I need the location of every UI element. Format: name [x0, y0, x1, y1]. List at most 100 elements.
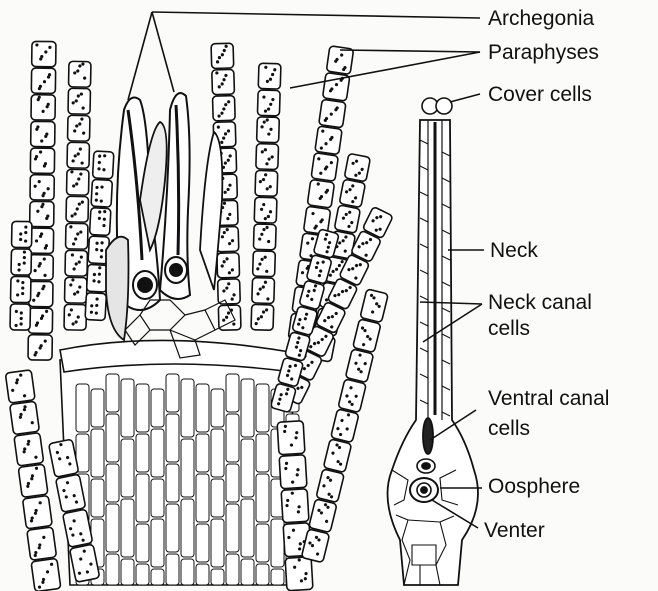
- tissue-cell: [241, 559, 254, 585]
- tissue-cell: [76, 384, 89, 432]
- tissue-cell: [151, 429, 164, 477]
- upper-ventral-cell: [417, 459, 435, 473]
- paraphyses-leader-a: [340, 50, 480, 52]
- paraphysis-cell: [68, 115, 90, 141]
- label-neck-canal-1: Neck canal: [488, 290, 592, 315]
- tissue-cell: [241, 499, 254, 557]
- paraphysis-cell: [64, 304, 86, 330]
- tissue-cell: [211, 569, 224, 585]
- paraphyses-leader-b: [290, 52, 480, 88]
- archegonia-leader-top: [152, 12, 480, 18]
- tissue-cell: [106, 554, 119, 585]
- paraphysis-cell: [212, 69, 235, 94]
- tissue-cell: [121, 499, 134, 557]
- tissue-cell: [106, 414, 119, 462]
- paraphysis-cell: [87, 264, 108, 292]
- tissue-cell: [91, 389, 104, 427]
- label-neck: Neck: [490, 238, 538, 263]
- label-paraphyses: Paraphyses: [488, 40, 599, 65]
- tissue-cell: [196, 524, 209, 562]
- tissue-cell: [151, 519, 164, 567]
- tissue-cell: [121, 439, 134, 497]
- tissue-cell: [91, 429, 104, 477]
- isolated-archegonium: [388, 98, 479, 585]
- paraphysis-filament: [5, 370, 61, 591]
- paraphysis-cell: [311, 153, 338, 182]
- paraphysis-cell: [10, 304, 30, 330]
- tissue-cell: [226, 374, 239, 412]
- paraphysis-cell: [22, 495, 52, 528]
- tissue-cell: [211, 429, 224, 477]
- tissue-cell: [181, 499, 194, 557]
- tissue-cell: [271, 519, 284, 567]
- cover-cells: [422, 98, 452, 114]
- paraphysis-cell: [252, 278, 275, 304]
- paraphysis-cell: [30, 148, 54, 173]
- paraphysis-cell: [253, 224, 276, 250]
- tissue-cell: [226, 464, 239, 502]
- label-ventral-canal-2: cells: [488, 416, 530, 441]
- tissue-cell: [136, 564, 149, 585]
- label-venter: Venter: [484, 518, 545, 543]
- paraphysis-filament: [28, 41, 56, 360]
- paraphysis-cell: [31, 558, 61, 591]
- tissue-cell: [241, 379, 254, 437]
- paraphysis-cell: [277, 421, 305, 455]
- label-ventral-canal-1: Ventral canal: [488, 386, 609, 411]
- paraphysis-cell: [360, 289, 388, 323]
- tissue-cell: [196, 434, 209, 472]
- tissue-cell: [106, 374, 119, 412]
- paraphysis-cell: [256, 144, 279, 170]
- paraphysis-cell: [14, 433, 44, 466]
- paraphysis-cell: [315, 126, 342, 155]
- tissue-cell: [226, 504, 239, 552]
- paraphysis-cell: [285, 557, 313, 591]
- tissue-cell: [166, 414, 179, 462]
- tissue-cell: [106, 504, 119, 552]
- paraphysis-cell: [339, 179, 365, 207]
- paraphysis-cell: [31, 121, 55, 146]
- label-oosphere: Oosphere: [488, 474, 580, 499]
- tissue-cell: [211, 519, 224, 567]
- tissue-cell: [256, 474, 269, 522]
- tissue-cell: [136, 474, 149, 522]
- tissue-cell: [136, 524, 149, 562]
- ventral-canal-cell: [423, 418, 433, 454]
- tissue-cell: [136, 434, 149, 472]
- paraphysis-filament: [251, 63, 281, 330]
- paraphysis-cell: [67, 169, 89, 195]
- tissue-cell: [121, 559, 134, 585]
- label-cover-cells: Cover cells: [488, 82, 592, 107]
- paraphysis-cell: [28, 308, 52, 333]
- tissue-cell: [136, 384, 149, 432]
- paraphysis-cell: [11, 276, 31, 302]
- tissue-cell: [181, 439, 194, 497]
- paraphysis-cell: [29, 228, 53, 253]
- tissue-cell: [196, 384, 209, 432]
- tissue-cell: [181, 559, 194, 585]
- paraphysis-cell: [309, 499, 337, 533]
- tissue-cell: [121, 379, 134, 437]
- paraphysis-cell: [66, 223, 88, 249]
- tissue-cell: [151, 569, 164, 585]
- paraphysis-cell: [253, 251, 276, 277]
- paraphysis-cell: [217, 253, 240, 278]
- tissue-cell: [151, 389, 164, 427]
- cover-cells-leader: [450, 94, 480, 102]
- tissue-cell: [196, 564, 209, 585]
- paraphysis-cell: [65, 277, 87, 303]
- paraphysis-cell: [91, 179, 112, 207]
- paraphysis-cell: [307, 179, 334, 208]
- paraphysis-cell: [29, 281, 53, 306]
- paraphysis-cell: [257, 90, 280, 116]
- paraphysis-cell: [11, 249, 31, 275]
- paraphysis-cell: [93, 151, 114, 179]
- tissue-cell: [106, 464, 119, 502]
- archegonium-right: [160, 93, 190, 299]
- tissue-cell: [196, 474, 209, 522]
- paraphysis-cell: [338, 379, 366, 413]
- tissue-cell: [241, 439, 254, 497]
- tissue-cell: [91, 479, 104, 517]
- tissue-cell: [226, 414, 239, 462]
